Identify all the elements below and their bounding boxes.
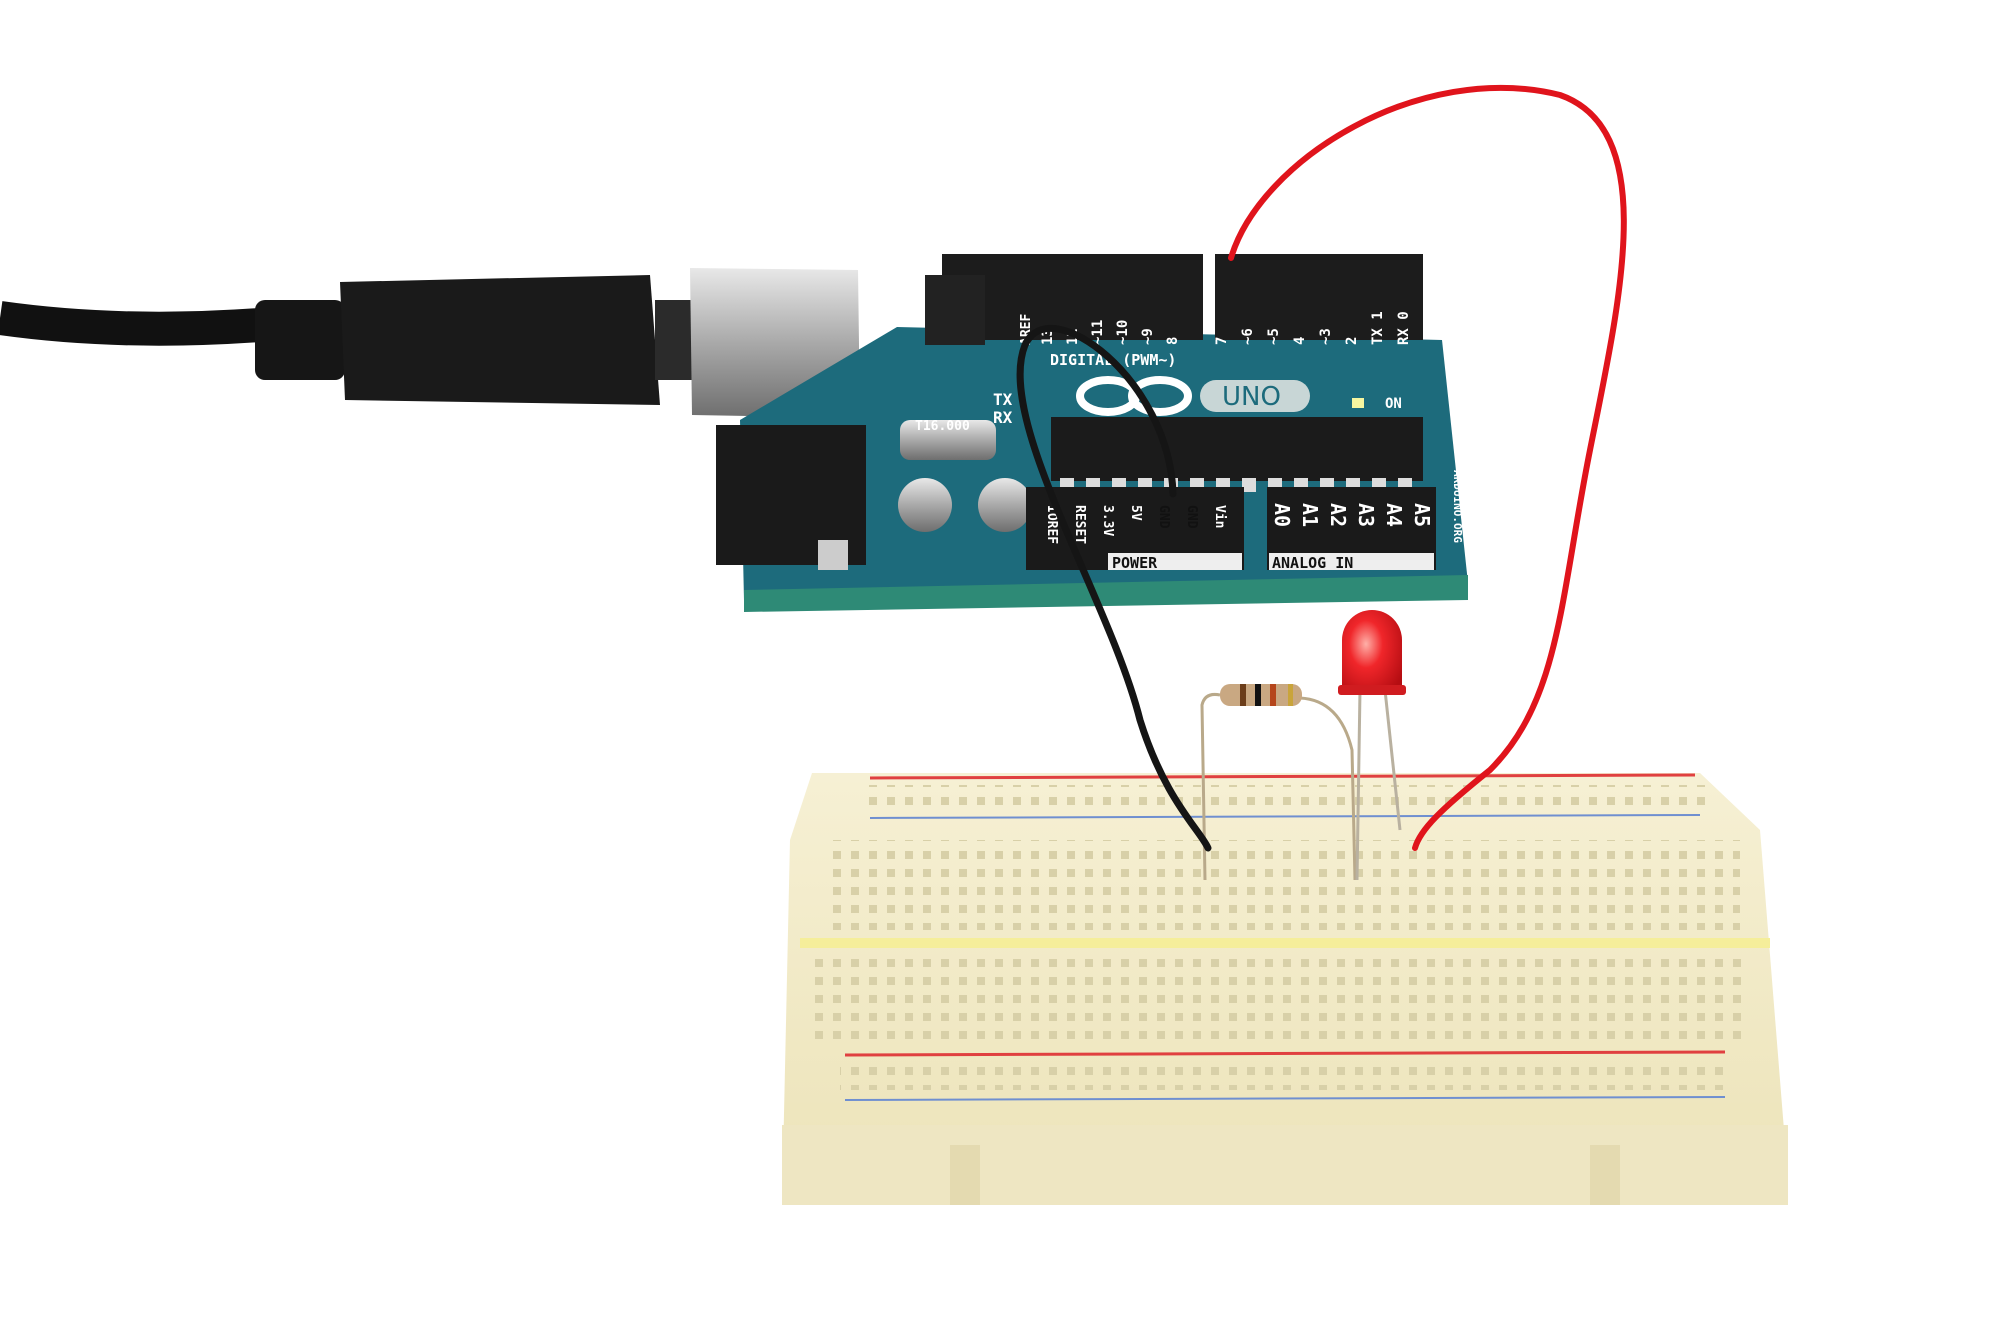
- center-channel: [800, 938, 1770, 948]
- on-label: ON: [1385, 396, 1402, 412]
- black-jumper-wire: [1016, 324, 1212, 852]
- capacitor: [978, 478, 1032, 532]
- power-pin-label: Vin: [1212, 505, 1227, 528]
- top-power-rail: [865, 785, 1705, 813]
- digital-pin-label: 8: [1165, 337, 1181, 345]
- power-pin-label: GND: [1156, 505, 1171, 529]
- digital-pin-label: ~5: [1266, 328, 1282, 345]
- digital-pin-label: TX 1: [1370, 311, 1386, 345]
- chip-pin: [1242, 478, 1256, 492]
- analog-pin-label: A1: [1298, 503, 1322, 527]
- digital-pin-label: 4: [1292, 337, 1308, 345]
- digital-pin-label: ~10: [1115, 320, 1131, 345]
- rx-label: RX: [993, 408, 1013, 427]
- analog-pin-label: A4: [1382, 503, 1406, 527]
- uno-logo-text: UNO: [1222, 382, 1281, 412]
- red-power-rail-line: [869, 773, 1696, 780]
- digital-pin-label: RX 0: [1396, 311, 1412, 345]
- arduino-logo: UNO: [1076, 376, 1310, 416]
- digital-header-right: [1215, 254, 1423, 340]
- atmega-chip: [1051, 417, 1423, 481]
- usb-cable: [0, 268, 860, 418]
- power-label: POWER: [1112, 554, 1158, 572]
- icsp-header: [925, 275, 985, 345]
- site-label: ARDUINO.ORG: [1451, 470, 1464, 543]
- tx-label: TX: [993, 390, 1013, 409]
- breadboard: [782, 773, 1788, 1205]
- power-pin-label: RESET: [1072, 505, 1087, 544]
- analog-pin-label: A2: [1326, 503, 1350, 527]
- digital-pin-label: ~11: [1090, 320, 1106, 345]
- digital-header-left: [942, 254, 1203, 340]
- digital-pin-label: ~3: [1318, 328, 1334, 345]
- power-pin-label: 3.3V: [1100, 505, 1115, 536]
- digital-pin-label: 7: [1214, 337, 1230, 345]
- crystal-oscillator: [900, 420, 996, 460]
- resistor: [1200, 684, 1357, 881]
- power-pin-label: IOREF: [1044, 505, 1059, 544]
- power-pin-label: GND: [1184, 505, 1199, 529]
- power-led: [1352, 398, 1364, 408]
- digital-pin-label: 2: [1344, 337, 1360, 345]
- digital-pin-label: ~9: [1140, 328, 1156, 345]
- power-pin-labels: IOREF RESET 3.3V 5V GND GND Vin: [1044, 505, 1227, 544]
- red-jumper-wire: [1228, 84, 1627, 851]
- bottom-power-rail: [840, 1062, 1725, 1090]
- capacitor: [898, 478, 952, 532]
- crystal-label: T16.000: [915, 419, 970, 434]
- analog-pin-label: A0: [1270, 503, 1294, 527]
- blue-power-rail-line: [869, 814, 1701, 819]
- usb-plug-body: [340, 275, 660, 405]
- analog-in-label: ANALOG IN: [1272, 554, 1353, 572]
- bottom-terminal-strip: [815, 955, 1750, 1045]
- red-led: [1338, 610, 1406, 881]
- analog-pin-label: A5: [1410, 503, 1434, 527]
- top-terminal-strip: [825, 840, 1740, 930]
- digital-pin-label: ~6: [1240, 328, 1256, 345]
- power-pin-label: 5V: [1128, 505, 1143, 521]
- analog-pin-label: A3: [1354, 503, 1378, 527]
